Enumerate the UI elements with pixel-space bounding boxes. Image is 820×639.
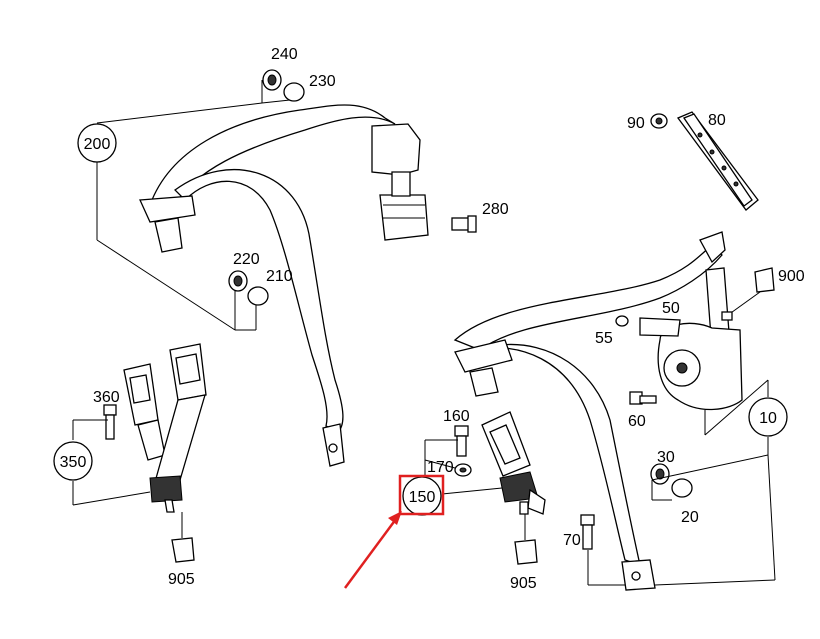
callout-55: 55 bbox=[595, 330, 613, 347]
washer-170 bbox=[454, 463, 472, 477]
washer-220 bbox=[228, 270, 248, 292]
callout-150: 150 bbox=[409, 489, 436, 506]
belt-assembly-200: 200 240 230 280 220 210 bbox=[77, 46, 509, 467]
buckle-assembly-150: 150 160 170 70 905 bbox=[402, 408, 625, 592]
callout-10: 10 bbox=[759, 410, 777, 427]
highlight-annotation bbox=[343, 474, 445, 589]
bolt-70 bbox=[580, 514, 595, 550]
callout-210: 210 bbox=[266, 268, 293, 285]
nut-90 bbox=[650, 113, 668, 129]
washer-240 bbox=[262, 69, 282, 91]
bolt-280 bbox=[451, 215, 477, 233]
callout-170: 170 bbox=[427, 459, 454, 476]
cover-900 bbox=[721, 267, 775, 321]
callout-230: 230 bbox=[309, 73, 336, 90]
cap-20 bbox=[671, 478, 693, 498]
callout-circle-10 bbox=[748, 397, 788, 437]
height-adjuster-80: 90 80 bbox=[627, 111, 759, 211]
bolt-55 bbox=[615, 315, 629, 327]
callout-80: 80 bbox=[708, 112, 726, 129]
callout-90: 90 bbox=[627, 115, 645, 132]
callout-circle-350 bbox=[53, 441, 93, 481]
callout-circle-200 bbox=[77, 123, 117, 163]
highlight-box-150 bbox=[398, 474, 445, 516]
washer-30 bbox=[650, 463, 670, 485]
belt-assembly-10: 10 900 50 55 60 30 20 bbox=[453, 231, 805, 591]
callout-360: 360 bbox=[93, 389, 120, 406]
callout-30: 30 bbox=[657, 449, 675, 466]
bolt-160 bbox=[454, 425, 469, 457]
callout-20: 20 bbox=[681, 509, 699, 526]
arrow-head-icon bbox=[388, 511, 402, 525]
callout-350: 350 bbox=[60, 454, 87, 471]
cap-230 bbox=[283, 82, 305, 102]
callout-160: 160 bbox=[443, 408, 470, 425]
callout-905-center: 905 bbox=[510, 575, 537, 592]
callout-200: 200 bbox=[84, 136, 111, 153]
bolt-360 bbox=[103, 404, 117, 440]
bolt-60 bbox=[629, 391, 657, 405]
buckle-assembly-350: 350 360 905 bbox=[53, 343, 207, 588]
highlight-arrow bbox=[343, 518, 398, 589]
connector-905-center bbox=[514, 514, 538, 565]
callout-50: 50 bbox=[662, 300, 680, 317]
callout-220: 220 bbox=[233, 251, 260, 268]
callout-60: 60 bbox=[628, 413, 646, 430]
callout-905-left: 905 bbox=[168, 571, 195, 588]
cap-210 bbox=[247, 286, 269, 306]
connector-905-left bbox=[171, 512, 195, 563]
callout-70: 70 bbox=[563, 532, 581, 549]
callout-280: 280 bbox=[482, 201, 509, 218]
callout-900: 900 bbox=[778, 268, 805, 285]
callout-240: 240 bbox=[271, 46, 298, 63]
